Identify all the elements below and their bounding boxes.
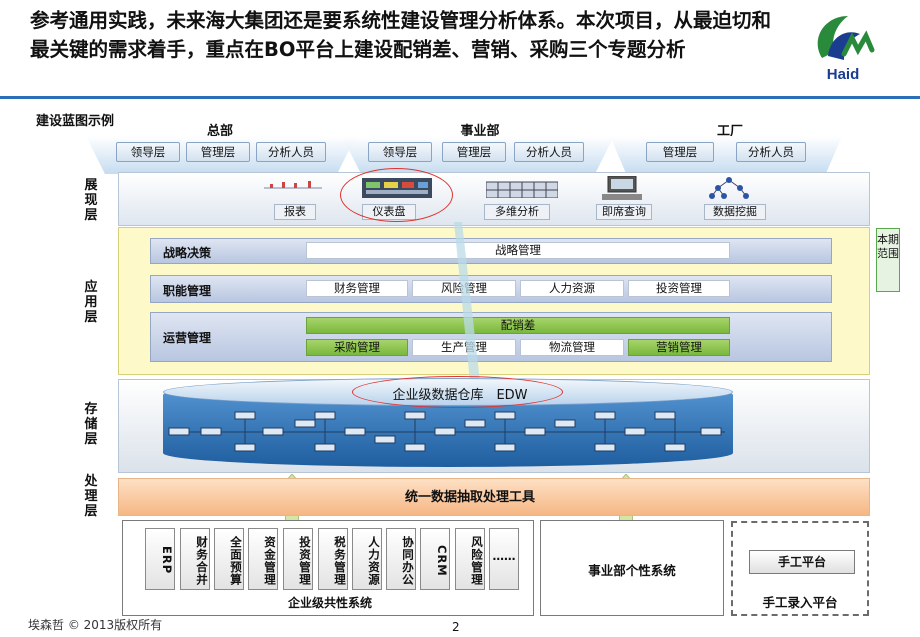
tool-report: 报表	[274, 204, 316, 220]
cell-procurement: 采购管理	[306, 339, 408, 356]
cell-distribution-margin: 配销差	[306, 317, 730, 334]
slide-title: 参考通用实践，未来海大集团还是要系统性建设管理分析体系。本次项目，从最迫切和最关…	[30, 9, 772, 61]
level-div-leader: 领导层	[368, 142, 432, 162]
computer-icon	[602, 176, 642, 200]
cell-strategy-management: 战略管理	[306, 242, 730, 259]
business-systems-box	[540, 520, 724, 616]
group-title-division: 事业部	[460, 124, 500, 139]
source-risk: 风险管理	[455, 528, 485, 590]
page-number: 2	[452, 620, 460, 634]
data-tree-icon	[709, 177, 749, 199]
cell-marketing: 营销管理	[628, 339, 730, 356]
source-oa: 协同办公	[386, 528, 416, 590]
source-investment: 投资管理	[283, 528, 313, 590]
manual-entry-label: 手工录入平台	[762, 595, 838, 610]
cell-hr: 人力资源	[520, 280, 624, 297]
tool-olap: 多维分析	[484, 204, 550, 220]
tool-adhoc-query: 即席查询	[596, 204, 652, 220]
source-treasury: 资金管理	[248, 528, 278, 590]
level-div-analyst: 分析人员	[514, 142, 584, 162]
level-hq-analyst: 分析人员	[256, 142, 326, 162]
logo-text: Haid	[826, 66, 860, 83]
row-operation-label: 运营管理	[163, 331, 212, 345]
source-crm: CRM	[420, 528, 450, 590]
funnel-factory	[610, 136, 842, 174]
tool-data-mining: 数据挖掘	[704, 204, 766, 220]
olap-cube-icon	[486, 181, 558, 198]
source-hr: 人力资源	[352, 528, 382, 590]
cell-logistics: 物流管理	[520, 339, 624, 356]
layer-label-storage: 存储层	[84, 402, 98, 447]
etl-label: 统一数据抽取处理工具	[404, 490, 535, 505]
manual-platform-button: 手工平台	[749, 550, 855, 574]
level-factory-manager: 管理层	[646, 142, 714, 162]
report-icon	[264, 181, 322, 189]
source-erp: ERP	[145, 528, 175, 590]
level-hq-manager: 管理层	[186, 142, 250, 162]
level-hq-leader: 领导层	[116, 142, 180, 162]
row-function-label: 职能管理	[163, 284, 212, 298]
common-systems-label: 企业级共性系统	[287, 596, 372, 610]
scope-label: 本期范围	[876, 228, 900, 292]
row-strategy-label: 战略决策	[163, 246, 212, 260]
cell-production: 生产管理	[412, 339, 516, 356]
data-model-diagram	[168, 411, 725, 452]
cell-investment: 投资管理	[628, 280, 730, 297]
flow-beam	[454, 222, 480, 382]
source-more: ……	[489, 528, 519, 590]
highlight-edw-ring	[352, 376, 563, 408]
group-title-factory: 工厂	[716, 124, 743, 139]
layer-label-processing: 处理层	[84, 474, 98, 519]
source-finance-consolidation: 财务合并	[180, 528, 210, 590]
processing-band	[118, 478, 870, 516]
section-label: 建设蓝图示例	[36, 114, 115, 129]
business-systems-label: 事业部个性系统	[588, 563, 676, 578]
level-div-manager: 管理层	[442, 142, 506, 162]
group-title-hq: 总部	[206, 124, 233, 139]
copyright-footer: 埃森哲 © 2013版权所有	[28, 618, 163, 632]
level-factory-analyst: 分析人员	[736, 142, 806, 162]
source-budget: 全面预算	[214, 528, 244, 590]
haid-logo-icon	[817, 16, 875, 60]
highlight-dashboard-ring	[340, 168, 453, 222]
layer-label-application: 应用层	[84, 280, 98, 325]
title-divider	[0, 96, 920, 99]
source-tax: 税务管理	[318, 528, 348, 590]
layer-label-presentation: 展现层	[84, 178, 98, 223]
cell-finance: 财务管理	[306, 280, 408, 297]
